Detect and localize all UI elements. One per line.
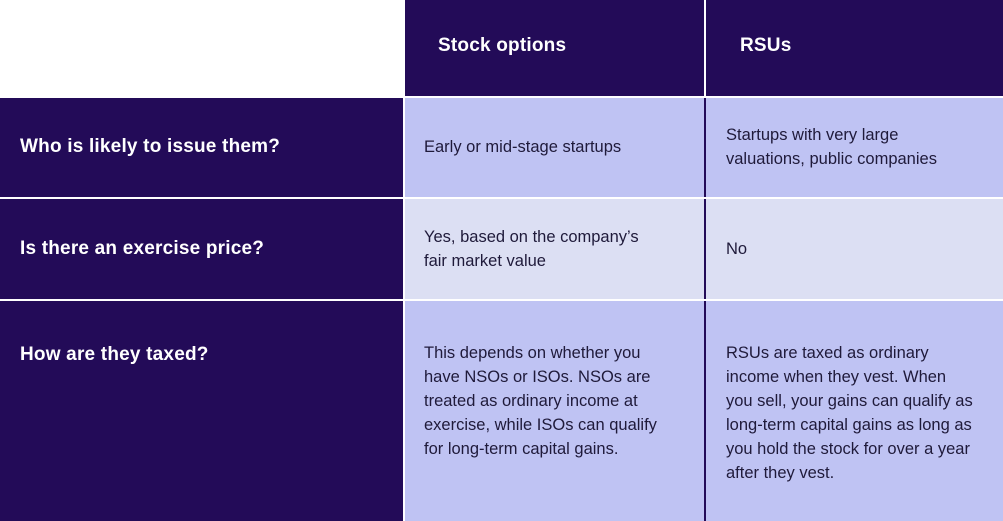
column-divider: [403, 0, 405, 521]
cell-issuer-stock-options: Early or mid-stage startups: [403, 96, 705, 198]
cell-taxation-stock-options: This depends on whether you have NSOs or…: [403, 300, 705, 521]
row-divider: [0, 299, 1003, 301]
column-divider: [704, 96, 706, 521]
row-header-issuer: Who is likely to issue them?: [0, 96, 403, 198]
row-header-taxation: How are they taxed?: [0, 300, 403, 521]
row-divider: [0, 96, 1003, 98]
column-header-stock-options: Stock options: [403, 0, 705, 96]
cell-taxation-rsus: RSUs are taxed as ordinary income when t…: [705, 300, 1003, 521]
cell-exercise-price-stock-options: Yes, based on the company’s fair market …: [403, 198, 705, 300]
cell-exercise-price-rsus: No: [705, 198, 1003, 300]
column-header-rsus: RSUs: [705, 0, 1003, 96]
empty-corner-cell: [0, 0, 403, 96]
cell-issuer-rsus: Startups with very large valuations, pub…: [705, 96, 1003, 198]
header-column-divider: [704, 0, 706, 96]
row-divider: [0, 197, 1003, 199]
row-header-exercise-price: Is there an exercise price?: [0, 198, 403, 300]
